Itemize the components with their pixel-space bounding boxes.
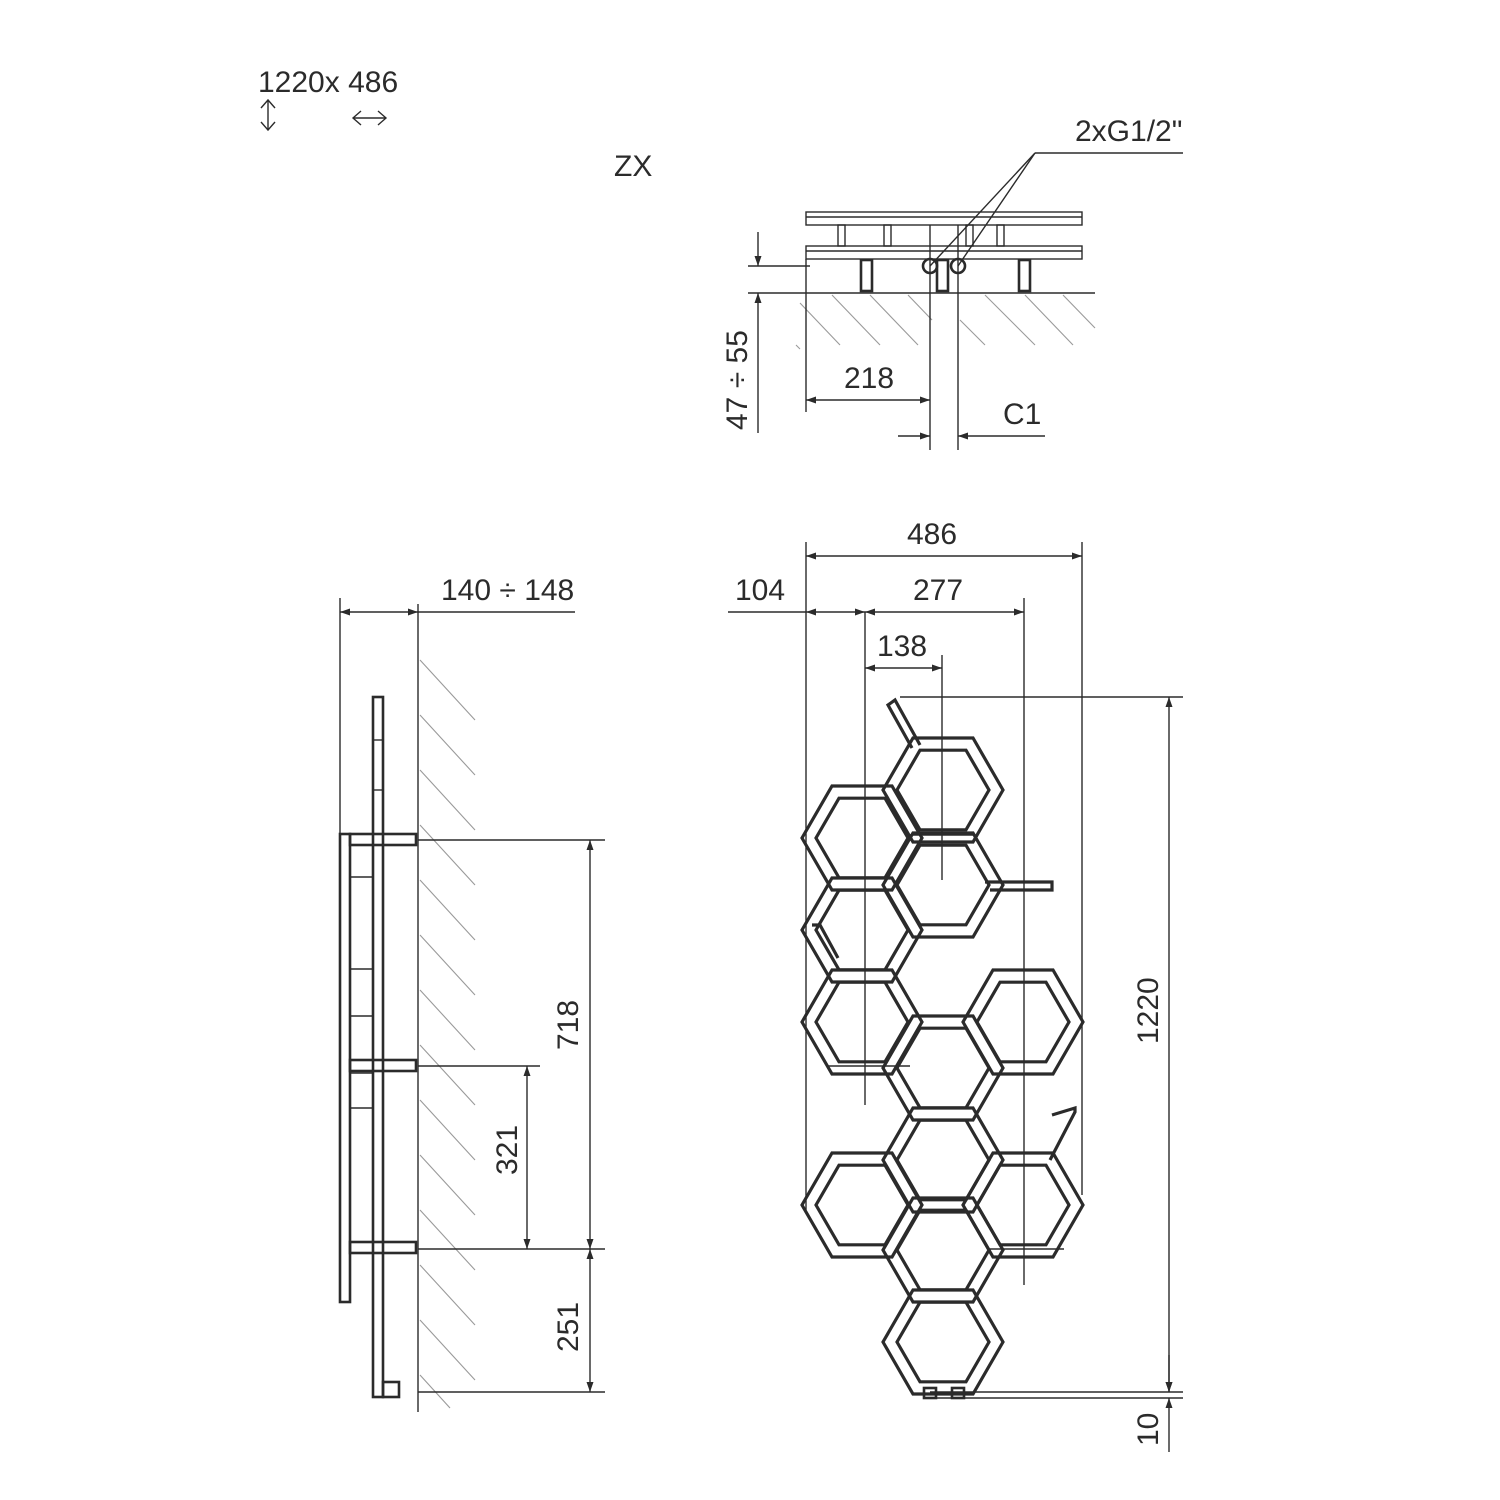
- inlet-offset-label: 138: [877, 630, 927, 663]
- wall-bracket: [348, 1240, 418, 1255]
- wall-distance-label: 47 ÷ 55: [721, 330, 754, 430]
- wall-bracket: [348, 1058, 418, 1073]
- bottom-connector: [381, 1380, 401, 1399]
- hexagon-cell-outer: [881, 1106, 1005, 1214]
- wall-hatching: [419, 659, 476, 1409]
- hexagon-cell-outer: [881, 736, 1005, 844]
- hexagon-cell-inner: [975, 1163, 1071, 1247]
- hexagon-cell-outer: [881, 831, 1005, 939]
- width-label: 486: [907, 518, 957, 551]
- front-view: 486 104 277 138 1220 10: [728, 518, 1183, 1452]
- wall-bracket: [1017, 258, 1032, 293]
- side-view: 140 ÷ 148 718 321 251: [338, 574, 605, 1412]
- wall-bracket: [348, 832, 418, 847]
- bracket-span-label: 718: [552, 1000, 585, 1050]
- floor-gap-label: 10: [1132, 1413, 1165, 1446]
- front-rail: [338, 832, 352, 1304]
- wall-bracket: [935, 258, 950, 293]
- height-label: 1220: [1132, 977, 1165, 1044]
- left-offset-label: 104: [735, 574, 785, 607]
- spacing-label: C1: [1003, 398, 1041, 431]
- tube-end: [812, 923, 840, 959]
- tube-end: [985, 880, 1054, 892]
- hexagon-cell-outer: [881, 1196, 1005, 1304]
- hexagon-cell-inner: [895, 1300, 991, 1384]
- hexagon-cell-inner: [895, 748, 991, 832]
- bracket-width-label: 277: [913, 574, 963, 607]
- connector-label: 2xG1/2": [1075, 115, 1182, 148]
- header: 1220x 486 ZX: [258, 66, 652, 183]
- front-bar: [805, 211, 1083, 226]
- horizontal-double-arrow-icon: [351, 110, 388, 126]
- hexagon-cell-outer: [800, 876, 924, 984]
- hexagon-cell-outer: [800, 968, 924, 1076]
- top-view: 2xG1/2" 47 ÷ 55 218 C1: [721, 115, 1183, 450]
- rear-rail: [371, 695, 385, 1399]
- wall-hatching: [748, 292, 1096, 350]
- hexagon-cell-outer: [961, 1151, 1085, 1259]
- size-text: 1220x 486: [258, 66, 398, 99]
- bracket-gap-label: 321: [491, 1125, 524, 1175]
- hexagon-cell-outer: [800, 784, 924, 892]
- vertical-double-arrow-icon: [260, 98, 276, 132]
- bottom-label: 251: [552, 1302, 585, 1352]
- hexagon-cell-outer: [881, 1288, 1005, 1396]
- tube-end: [1048, 1105, 1077, 1161]
- hexagon-cell-outer: [881, 1014, 1005, 1122]
- tube-end: [885, 697, 922, 749]
- offset-label: 218: [844, 362, 894, 395]
- hexagon-cell-outer: [961, 968, 1085, 1076]
- wall-bracket: [859, 258, 874, 293]
- connection-code: ZX: [614, 150, 652, 183]
- rear-bar: [805, 245, 1083, 260]
- hexagon-cell-outer: [800, 1151, 924, 1259]
- depth-label: 140 ÷ 148: [441, 574, 574, 607]
